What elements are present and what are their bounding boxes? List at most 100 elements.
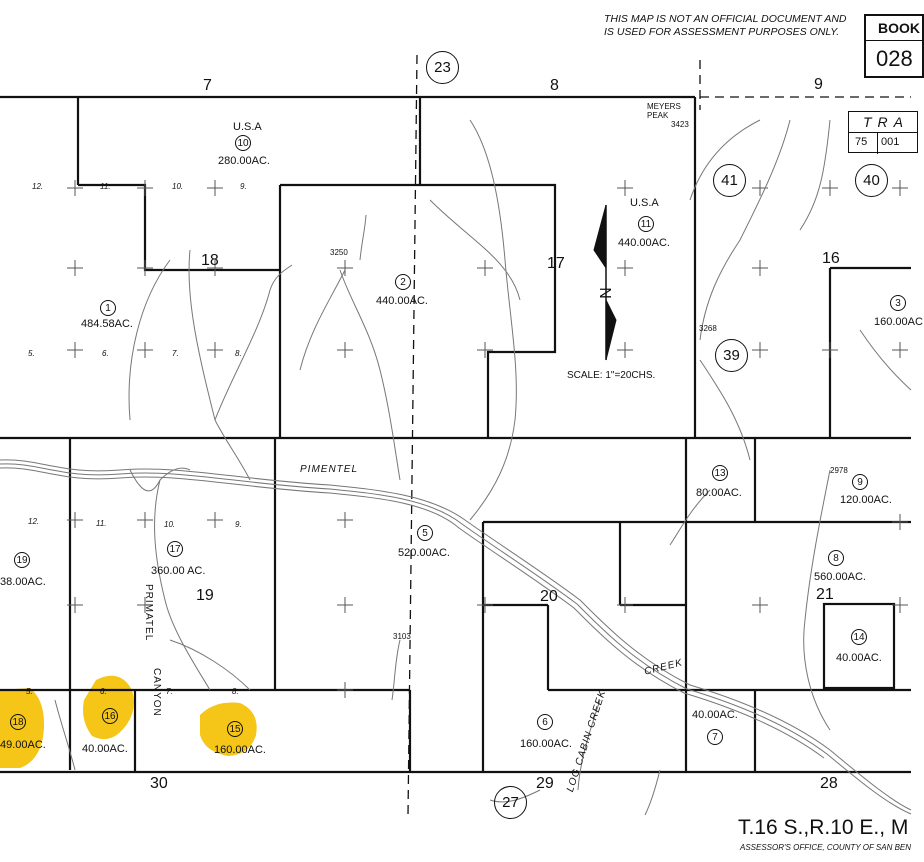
parcel-18-number[interactable]: 18 (10, 714, 26, 730)
map-page-39[interactable]: 39 (715, 339, 748, 372)
tra-box: TRA 75 001 (848, 111, 918, 154)
creek-lines (0, 119, 912, 816)
township-range: T.16 S.,R.10 E., M (738, 816, 909, 839)
book-title: BOOK (878, 20, 920, 36)
pimentel-label: PIMENTEL (300, 464, 359, 475)
section-21: 21 (816, 586, 834, 603)
section-29: 29 (536, 775, 554, 792)
peak-label: MEYERS PEAK (647, 102, 681, 120)
section-dashed-lines (407, 54, 911, 816)
parcel-11-area: 440.00AC. (618, 237, 670, 249)
parcel-1-area: 484.58AC. (81, 318, 133, 330)
parcel-10-number[interactable]: 10 (235, 135, 251, 151)
assessor-office: ASSESSOR'S OFFICE, COUNTY OF SAN BEN (740, 843, 912, 852)
parcel-9-area: 120.00AC. (840, 494, 892, 506)
disclaimer-line-2: IS USED FOR ASSESSMENT PURPOSES ONLY. (604, 26, 840, 38)
parcel-13-number[interactable]: 13 (712, 465, 728, 481)
elevation-label: 3103 (393, 632, 411, 641)
highlight-parcel-16 (83, 675, 134, 740)
lot-label: 12. (28, 517, 40, 526)
parcel-11-number[interactable]: 11 (638, 216, 654, 232)
parcel-15-area: 160.00AC. (214, 744, 266, 756)
parcel-6-number[interactable]: 6 (537, 714, 553, 730)
lot-label: 6. (100, 687, 107, 696)
peak-label-line-2: PEAK (647, 111, 669, 120)
parcel-8-number[interactable]: 8 (828, 550, 844, 566)
lot-label: 5. (28, 349, 35, 358)
map-page-27[interactable]: 27 (494, 786, 527, 819)
lot-label: 10. (164, 520, 176, 529)
map-disclaimer: THIS MAP IS NOT AN OFFICIAL DOCUMENT AND… (604, 13, 847, 39)
section-16: 16 (822, 250, 840, 267)
section-7: 7 (203, 77, 212, 94)
parcel-15-number[interactable]: 15 (227, 721, 243, 737)
parcel-8-area: 560.00AC. (814, 571, 866, 583)
tra-code-1: 75 (855, 136, 868, 148)
quarter-section-crosses (67, 180, 908, 698)
section-9: 9 (814, 76, 823, 93)
parcel-3-number[interactable]: 3 (890, 295, 906, 311)
section-18: 18 (201, 252, 219, 269)
parcel-17-area: 360.00 AC. (151, 565, 206, 577)
lot-label: 8. (235, 349, 242, 358)
tra-code-2: 001 (881, 136, 900, 148)
lot-label: 12. (32, 182, 44, 191)
section-28: 28 (820, 775, 838, 792)
book-box: BOOK 028 (864, 14, 924, 78)
lot-label: 9. (240, 182, 247, 191)
book-number: 028 (876, 46, 913, 71)
parcel-16-area: 40.00AC. (82, 743, 128, 755)
lot-label: 7. (166, 687, 173, 696)
map-page-41[interactable]: 41 (713, 164, 746, 197)
elevation-label: 2978 (830, 466, 848, 475)
lot-label: 8. (232, 687, 239, 696)
parcel-19-number[interactable]: 19 (14, 552, 30, 568)
lot-label: 10. (172, 182, 184, 191)
parcel-10-area: 280.00AC. (218, 155, 270, 167)
lot-label: 5. (26, 687, 33, 696)
map-scale: SCALE: 1"=20CHS. (567, 370, 656, 381)
elevation-label: 3268 (699, 324, 717, 333)
parcel-2-number[interactable]: 2 (395, 274, 411, 290)
section-30: 30 (150, 775, 168, 792)
parcel-5-area: 520.00AC. (398, 547, 450, 559)
north-arrow (593, 204, 617, 361)
section-20: 20 (540, 588, 558, 605)
parcel-18-area: 49.00AC. (0, 739, 46, 751)
section-17: 17 (547, 255, 565, 272)
parcel-11-owner: U.S.A (630, 197, 659, 209)
parcel-13-area: 80.00AC. (696, 487, 742, 499)
lot-label: 11. (100, 182, 111, 191)
lot-label: 11. (96, 519, 107, 528)
elevation-label: 3250 (330, 248, 348, 257)
map-page-40[interactable]: 40 (855, 164, 888, 197)
lot-label: 9. (235, 520, 242, 529)
parcel-highlights (0, 675, 257, 768)
canyon-label: CANYON (151, 668, 162, 717)
parcel-boundaries (0, 95, 911, 774)
parcel-7-area: 40.00AC. (692, 709, 738, 721)
map-page-23[interactable]: 23 (426, 51, 459, 84)
parcel-1-number[interactable]: 1 (100, 300, 116, 316)
parcel-19-area: 38.00AC. (0, 576, 46, 588)
north-letter: N (595, 287, 613, 299)
parcel-2-area: 440.00AC. (376, 295, 428, 307)
parcel-14-number[interactable]: 14 (851, 629, 867, 645)
tra-title: TRA (863, 114, 909, 130)
peak-label-line-1: MEYERS (647, 102, 681, 111)
parcel-10-owner: U.S.A (233, 121, 262, 133)
primatel-label: PRIMATEL (143, 584, 154, 642)
lot-label: 6. (102, 349, 109, 358)
parcel-5-number[interactable]: 5 (417, 525, 433, 541)
parcel-3-area: 160.00AC (874, 316, 923, 328)
parcel-17-number[interactable]: 17 (167, 541, 183, 557)
disclaimer-line-1: THIS MAP IS NOT AN OFFICIAL DOCUMENT AND (604, 13, 847, 25)
parcel-7-number[interactable]: 7 (707, 729, 723, 745)
parcel-9-number[interactable]: 9 (852, 474, 868, 490)
parcel-6-area: 160.00AC. (520, 738, 572, 750)
lot-label: 7. (172, 349, 179, 358)
section-8: 8 (550, 77, 559, 94)
parcel-14-area: 40.00AC. (836, 652, 882, 664)
parcel-16-number[interactable]: 16 (102, 708, 118, 724)
